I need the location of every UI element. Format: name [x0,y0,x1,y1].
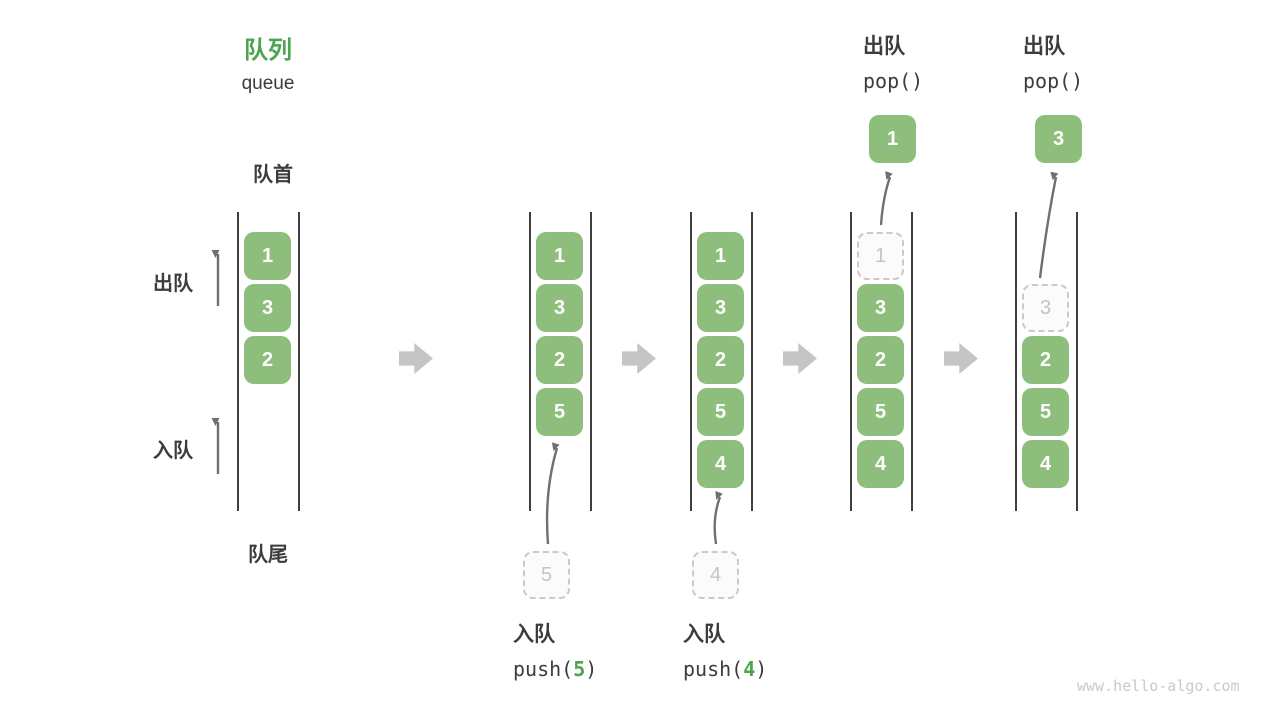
enqueue-side-label: 入队 [153,440,193,462]
queue-element: 4 [697,440,744,488]
dequeue-side-label: 出队 [153,273,193,295]
box-value: 1 [714,244,727,267]
queue-element: 5 [536,388,583,436]
code-arg: 5 [573,657,586,681]
dequeue-operation-label: 出队 pop() [1023,30,1083,93]
dequeue-op-zh: 出队 [863,35,905,58]
queue-element: 2 [857,336,904,384]
queue-element-removed: 3 [1022,284,1069,332]
box-value: 1 [886,127,899,150]
popped-element: 1 [869,115,916,163]
queue-element: 3 [857,284,904,332]
queue-wall-left [1015,212,1017,511]
pending-enqueue-element: 4 [692,551,739,599]
box-value: 2 [1039,348,1052,371]
box-value: 3 [261,296,274,319]
box-value: 4 [1039,452,1052,475]
flow-arrow-icon [622,343,656,374]
queue-element: 2 [1022,336,1069,384]
box-value: 3 [874,296,887,319]
queue-element: 3 [244,284,291,332]
queue-wall-right [751,212,753,511]
code-text: ) [585,657,598,681]
queue-element: 3 [697,284,744,332]
queue-wall-right [1076,212,1078,511]
queue-wall-right [590,212,592,511]
box-value: 4 [714,452,727,475]
box-value: 2 [714,348,727,371]
enqueue-op-code: push(5) [513,657,597,681]
queue-element: 5 [857,388,904,436]
queue-element-removed: 1 [857,232,904,280]
queue-element: 2 [536,336,583,384]
box-value: 1 [261,244,274,267]
queue-front-label: 队首 [253,164,293,186]
queue-element: 2 [244,336,291,384]
queue-rear-label: 队尾 [248,544,288,566]
queue-element: 1 [697,232,744,280]
queue-element: 5 [697,388,744,436]
enqueue-op-code: push(4) [683,657,767,681]
page-subtitle: queue [241,73,295,94]
queue-wall-right [911,212,913,511]
box-value: 5 [553,400,566,423]
box-value: 4 [709,563,722,586]
flow-arrow-icon [783,343,817,374]
watermark: www.hello-algo.com [1077,677,1240,695]
box-value: 3 [1052,127,1065,150]
box-value: 1 [553,244,566,267]
code-text: push( [683,657,744,681]
box-value: 2 [874,348,887,371]
code-text: ) [755,657,768,681]
queue-element: 3 [536,284,583,332]
box-value: 3 [714,296,727,319]
queue-wall-left [529,212,531,511]
flow-arrow-icon [399,343,433,374]
dequeue-operation-label: 出队 pop() [863,30,923,93]
box-value: 5 [874,400,887,423]
enqueue-4-arrow-icon [713,490,723,545]
queue-element: 2 [697,336,744,384]
box-value: 4 [874,452,887,475]
enqueue-operation-label: 入队 push(5) [513,618,597,681]
queue-element: 1 [536,232,583,280]
popped-element: 3 [1035,115,1082,163]
box-value: 2 [553,348,566,371]
queue-wall-left [690,212,692,511]
dequeue-op-code: pop() [863,69,924,93]
queue-wall-right [298,212,300,511]
title-block: 队列 queue [207,30,329,95]
queue-wall-left [237,212,239,511]
enqueue-op-zh: 入队 [683,623,725,646]
dequeue-op-code: pop() [1023,69,1084,93]
box-value: 5 [714,400,727,423]
box-value: 5 [540,563,553,586]
dequeue-1-arrow-icon [879,171,893,226]
box-value: 2 [261,348,274,371]
enqueue-operation-label: 入队 push(4) [683,618,767,681]
code-text: push( [513,657,574,681]
dequeue-op-zh: 出队 [1023,35,1065,58]
queue-element: 5 [1022,388,1069,436]
box-value: 5 [1039,400,1052,423]
queue-element: 4 [857,440,904,488]
dequeue-3-arrow-icon [1038,171,1059,279]
code-arg: 4 [743,657,756,681]
pending-enqueue-element: 5 [523,551,570,599]
flow-arrow-icon [944,343,978,374]
box-value: 3 [553,296,566,319]
enqueue-5-arrow-icon [545,442,560,545]
queue-element: 1 [244,232,291,280]
queue-element: 4 [1022,440,1069,488]
page-title: 队列 [244,37,292,64]
enqueue-op-zh: 入队 [513,623,555,646]
box-value: 3 [1039,296,1052,319]
queue-wall-left [850,212,852,511]
box-value: 1 [874,244,887,267]
